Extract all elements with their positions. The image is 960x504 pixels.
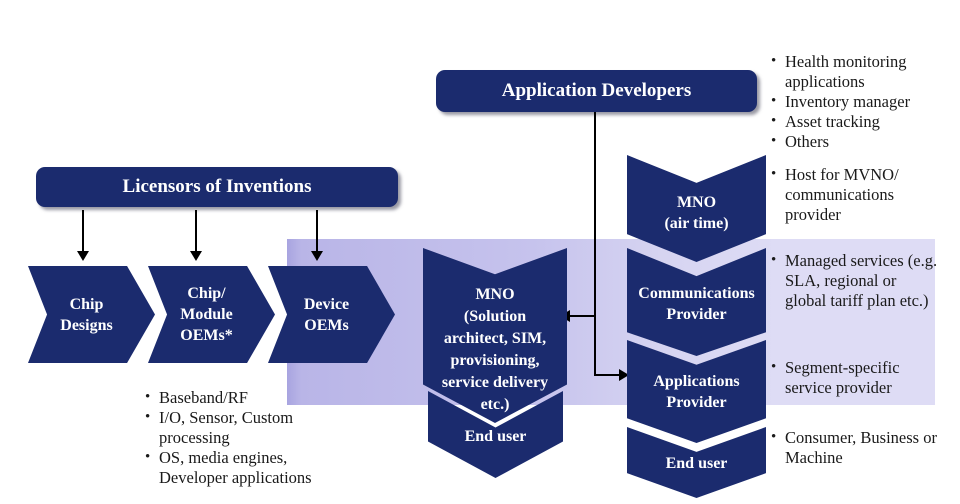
bullet-item: Asset tracking xyxy=(768,111,928,132)
application-developers-label: Application Developers xyxy=(501,80,692,101)
bullet-item: Segment-specific service provider xyxy=(768,357,938,398)
licensors-of-inventions-box: Licensors of Inventions xyxy=(36,167,398,207)
chevron-device-oems: Device OEMs xyxy=(268,266,395,363)
down-arrow-icon xyxy=(77,251,89,261)
bullet-item: Others xyxy=(768,131,928,152)
mno-airtime-label: MNO (air time) xyxy=(664,193,729,232)
bullet-item: I/O, Sensor, Custom processing xyxy=(142,407,347,448)
licensors-arrow-line-3 xyxy=(316,210,318,253)
appdev-connector-vline xyxy=(594,112,596,376)
end-user-right-label: End user xyxy=(665,454,728,472)
licensors-label: Licensors of Inventions xyxy=(122,176,312,197)
applications-note-list: Segment-specific service provider xyxy=(768,357,938,398)
bullet-item: Managed services (e.g. SLA, regional or … xyxy=(768,250,938,311)
down-arrow-icon xyxy=(190,251,202,261)
chip-module-components-list: Baseband/RFI/O, Sensor, Custom processin… xyxy=(142,387,347,488)
applications-provider-label: Applications Provider xyxy=(653,372,740,411)
mno-solution-label: MNO (Solution architect, SIM, provisioni… xyxy=(441,285,549,413)
appdev-branch-to-mno xyxy=(570,315,595,317)
right-arrow-icon xyxy=(619,369,629,381)
application-developers-box: Application Developers xyxy=(436,70,757,112)
chip-module-oems-label: Chip/ Module OEMs* xyxy=(180,285,233,344)
appdev-branch-to-applications-provider xyxy=(595,374,619,376)
application-examples-list: Health monitoring applicationsInventory … xyxy=(768,51,928,152)
device-oems-label: Device OEMs xyxy=(303,295,350,334)
bullet-item: Host for MVNO/ communications provider xyxy=(768,164,928,225)
end-user-note-list: Consumer, Business or Machine xyxy=(768,427,940,468)
mno-airtime-note-list: Host for MVNO/ communications provider xyxy=(768,164,928,225)
down-arrow-icon xyxy=(311,251,323,261)
licensors-arrow-line-2 xyxy=(195,210,197,253)
bullet-item: Health monitoring applications xyxy=(768,51,928,92)
licensors-arrow-line-1 xyxy=(82,210,84,253)
chip-designs-label: Chip Designs xyxy=(60,295,113,334)
communications-provider-label: Communications Provider xyxy=(638,285,755,323)
chevron-chip-designs: Chip Designs xyxy=(28,266,155,363)
chevron-chip-module-oems: Chip/ Module OEMs* xyxy=(148,266,275,363)
bullet-item: Consumer, Business or Machine xyxy=(768,427,940,468)
bullet-item: OS, media engines, Developer application… xyxy=(142,447,347,488)
chevron-mno-solution: MNO (Solution architect, SIM, provisioni… xyxy=(423,248,567,423)
chevron-communications-provider: Communications Provider xyxy=(627,248,766,356)
bullet-item: Baseband/RF xyxy=(142,387,347,408)
bullet-item: Inventory manager xyxy=(768,91,928,112)
communications-note-list: Managed services (e.g. SLA, regional or … xyxy=(768,250,938,311)
end-user-center-label: End user xyxy=(464,427,527,445)
